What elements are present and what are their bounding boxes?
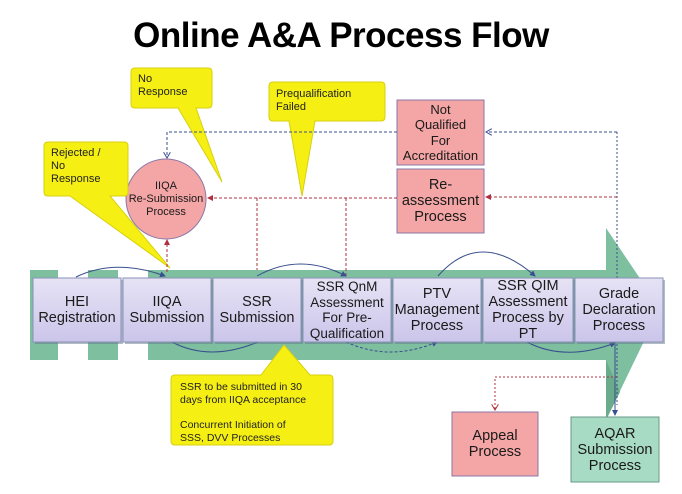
step-ptv-management[interactable]: PTV Management Process xyxy=(394,286,480,334)
callout-no-response-shape xyxy=(130,67,223,183)
callout-no-response-text: No Response xyxy=(138,73,188,98)
step-iiqa-submission[interactable]: IIQA Submission xyxy=(129,294,205,326)
reassessment-label[interactable]: Re- assessment Process xyxy=(401,177,480,225)
arc-ptv-to-qim xyxy=(437,251,536,277)
arc-iiqa-to-ssr xyxy=(171,341,259,353)
callout-rejected-shape xyxy=(43,141,171,269)
step-box xyxy=(212,277,302,343)
connector-not-qualified-to-iiqa xyxy=(167,131,397,158)
appeal-label[interactable]: Appeal Process xyxy=(468,428,522,460)
step-box xyxy=(574,277,664,343)
diagram-title: Online A&A Process Flow xyxy=(133,16,549,55)
callout-rejected-text: Rejected / No Response xyxy=(51,147,101,185)
step-box xyxy=(482,277,574,343)
connector-grade-to-appeal xyxy=(495,376,617,410)
callout-prequal-failed-text: Prequalification Failed xyxy=(276,88,352,113)
reassessment-box xyxy=(396,168,485,234)
callout-ssr-note-shape xyxy=(170,344,334,446)
callout-concurrent-text: Concurrent Initiation of SSS, DVV Proces… xyxy=(180,419,286,444)
step-ssr-qnm-assessment[interactable]: SSR QnM Assessment For Pre- Qualificatio… xyxy=(309,279,385,341)
not-qualified-label[interactable]: Not Qualified For Accreditation xyxy=(402,101,479,164)
step-box xyxy=(122,277,212,343)
aqar-label[interactable]: AQAR Submission Process xyxy=(577,425,653,474)
not-qualified-box xyxy=(396,99,485,166)
step-ssr-qim-assessment[interactable]: SSR QIM Assessment Process by PT xyxy=(488,278,568,342)
step-hei-registration[interactable]: HEI Registration xyxy=(38,294,116,326)
aqar-box xyxy=(570,416,660,483)
step-box xyxy=(392,277,482,343)
appeal-box xyxy=(451,411,539,477)
arc-hei-to-iiqa xyxy=(75,266,166,278)
arc-ssr-to-qnm xyxy=(256,263,347,277)
step-box xyxy=(32,277,122,343)
step-grade-declaration[interactable]: Grade Declaration Process xyxy=(582,286,656,334)
step-box xyxy=(302,277,392,343)
arc-qim-to-grade xyxy=(526,341,616,353)
step-ssr-submission[interactable]: SSR Submission xyxy=(219,294,295,326)
callout-prequal-failed-shape xyxy=(268,81,386,197)
step-boxes xyxy=(32,277,665,344)
callout-ssr-deadline-text: SSR to be submitted in 30 days from IIQA… xyxy=(180,381,307,406)
iiqa-resubmission-label[interactable]: IIQA Re-Submission Process xyxy=(128,179,204,218)
arc-qnm-to-ptv xyxy=(345,341,438,353)
